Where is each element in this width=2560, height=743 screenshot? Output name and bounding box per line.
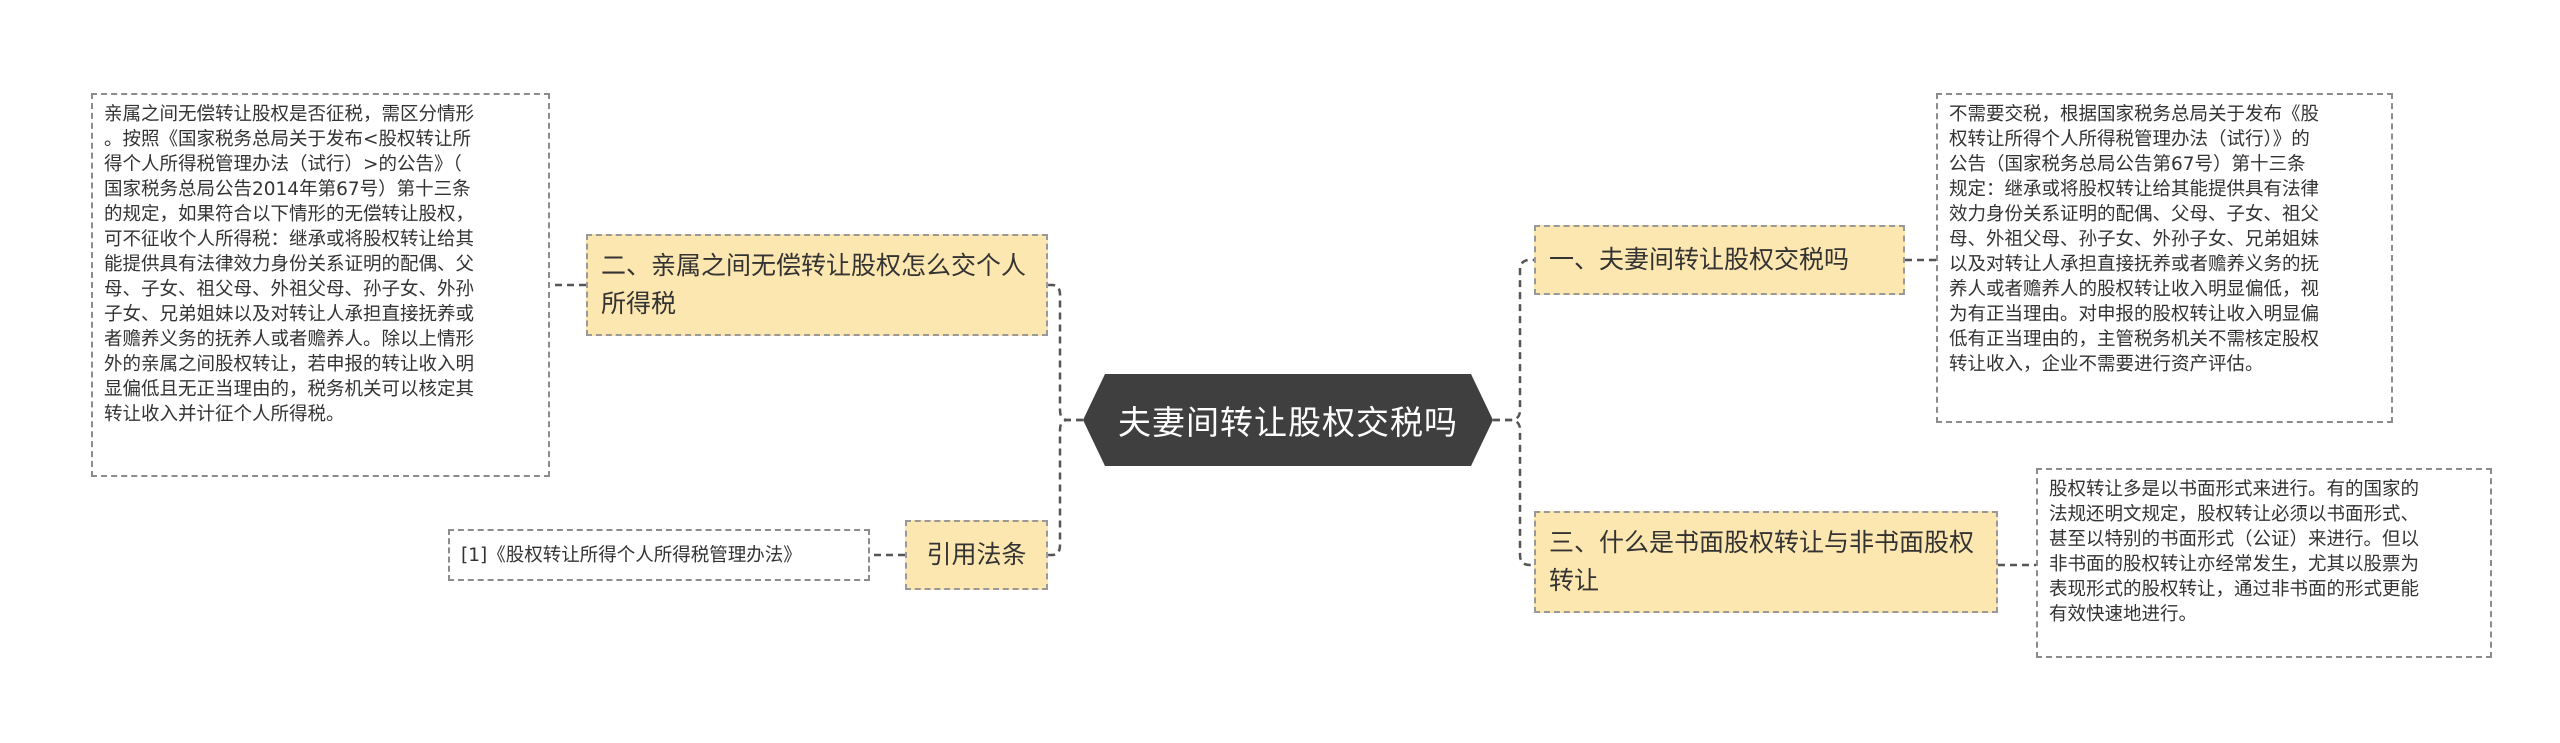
topic-written-vs-nonwritten[interactable]: 三、什么是书面股权转让与非书面股权转让 <box>1534 511 1998 613</box>
central-topic[interactable]: 夫妻间转让股权交税吗 <box>1083 374 1493 466</box>
topic-spouse-transfer-tax-label: 一、夫妻间转让股权交税吗 <box>1549 245 1850 274</box>
note-spouse-transfer-detail: 不需要交税，根据国家税务总局关于发布《股 权转让所得个人所得税管理办法（试行）》… <box>1936 93 2393 423</box>
central-topic-label: 夫妻间转让股权交税吗 <box>1118 403 1458 442</box>
connector-central-to-topic3 <box>1493 418 1534 567</box>
note-cited-law-item[interactable]: [1]《股权转让所得个人所得税管理办法》 <box>448 529 870 581</box>
topic-relatives-free-transfer[interactable]: 二、亲属之间无偿转让股权怎么交个人所得税 <box>586 234 1048 336</box>
topic-cited-laws[interactable]: 引用法条 <box>905 520 1048 590</box>
topic-spouse-transfer-tax[interactable]: 一、夫妻间转让股权交税吗 <box>1534 225 1905 295</box>
connector-central-to-topic4 <box>1048 418 1083 557</box>
topic-relatives-free-transfer-label: 二、亲属之间无偿转让股权怎么交个人所得税 <box>601 251 1027 318</box>
topic-written-vs-nonwritten-label: 三、什么是书面股权转让与非书面股权转让 <box>1549 528 1975 595</box>
note-written-transfer-detail: 股权转让多是以书面形式来进行。有的国家的 法规还明文规定，股权转让必须以书面形式… <box>2036 468 2492 658</box>
connector-central-to-topic2 <box>1048 283 1083 422</box>
connector-central-to-topic1 <box>1493 258 1534 422</box>
topic-cited-laws-label: 引用法条 <box>926 540 1027 569</box>
note-relatives-transfer-detail: 亲属之间无偿转让股权是否征税，需区分情形 。按照《国家税务总局关于发布<股权转让… <box>91 93 550 477</box>
